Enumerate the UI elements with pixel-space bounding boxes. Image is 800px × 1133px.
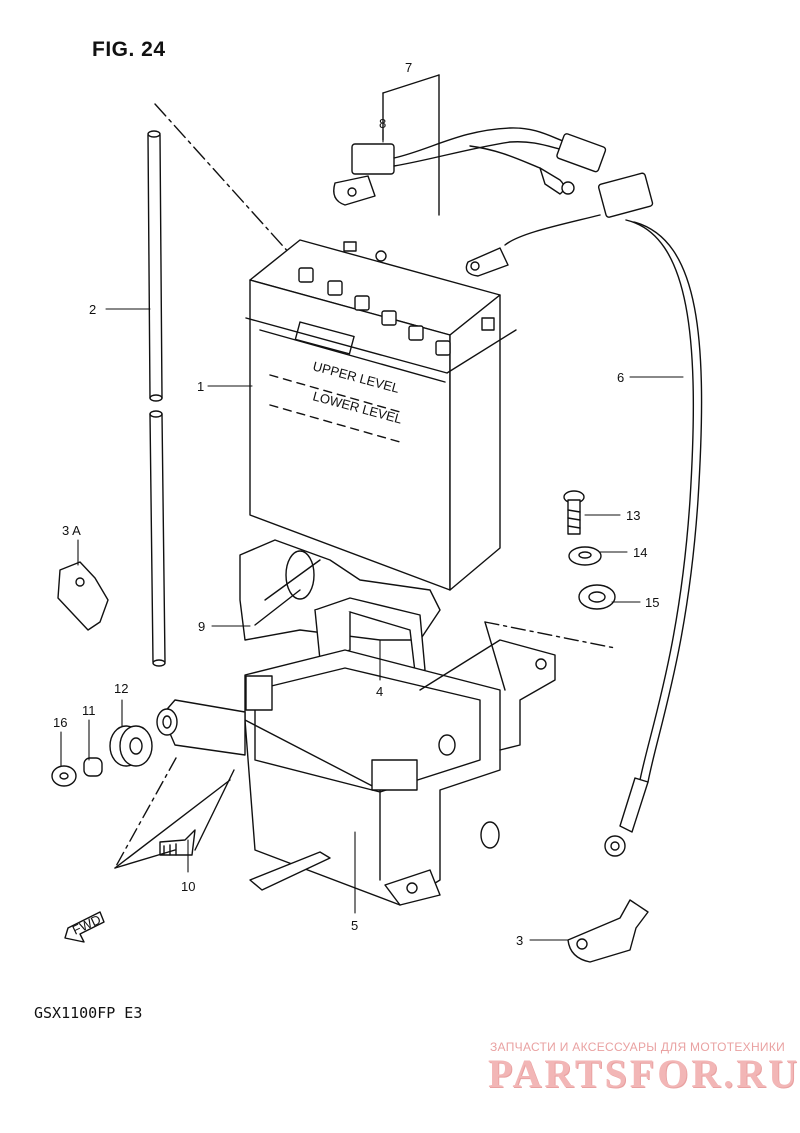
watermark-subtitle: ЗАПЧАСТИ И АКСЕССУАРЫ ДЛЯ МОТОТЕХНИКИ (490, 1040, 786, 1054)
part-label-3: 3 (516, 933, 523, 948)
battery-case (244, 639, 556, 906)
part-label-9: 9 (198, 619, 205, 634)
part-label-12: 12 (114, 681, 128, 696)
part-label-14: 14 (633, 545, 647, 560)
part-label-4: 4 (376, 684, 383, 699)
ground-cable (465, 172, 703, 857)
part-label-11: 11 (82, 703, 96, 718)
model-code: GSX1100FP E3 (34, 1004, 143, 1022)
part-label-6: 6 (617, 370, 624, 385)
wiring-harness (333, 74, 607, 216)
part-label-16: 16 (53, 715, 67, 730)
part-label-3a: 3 A (62, 523, 81, 538)
part-label-1: 1 (197, 379, 204, 394)
small-hardware (563, 490, 616, 610)
part-label-8: 8 (379, 116, 386, 131)
side-bracket (51, 699, 246, 869)
part-label-2: 2 (89, 302, 96, 317)
breather-tube (147, 103, 301, 667)
part-label-13: 13 (626, 508, 640, 523)
battery (245, 239, 517, 591)
part-label-7: 7 (405, 60, 412, 75)
clip-3 (567, 899, 649, 963)
figure-title: FIG. 24 (92, 38, 166, 61)
watermark-brand: PARTSFOR.RU (488, 1051, 800, 1096)
leader-lines (60, 129, 684, 941)
clip-3a (57, 561, 109, 631)
fwd-arrow (64, 911, 105, 943)
part-label-15: 15 (645, 595, 659, 610)
part-label-5: 5 (351, 918, 358, 933)
part-label-10: 10 (181, 879, 195, 894)
fwd-label: FWD (70, 912, 103, 938)
